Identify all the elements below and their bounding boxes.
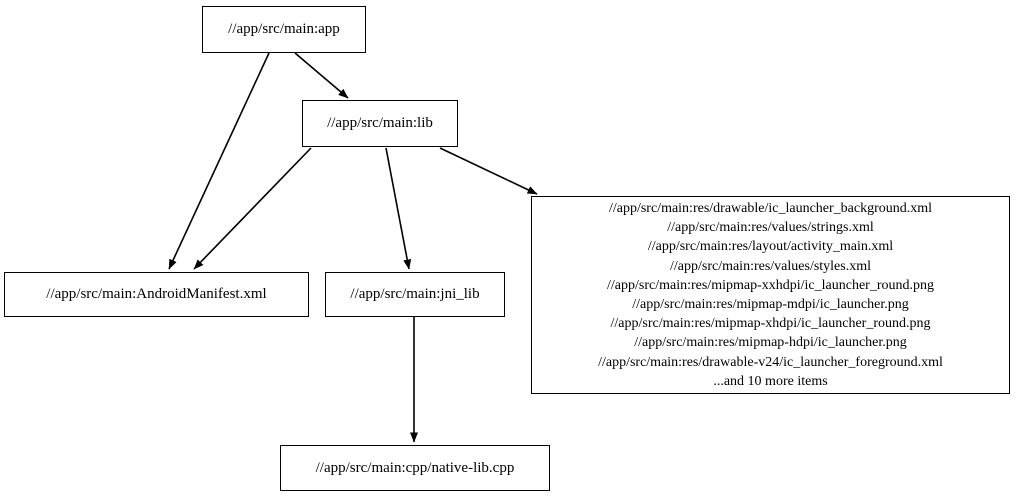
- graph-node-native-lib-cpp-label: //app/src/main:cpp/native-lib.cpp: [315, 459, 515, 476]
- graph-node-jni-lib[interactable]: //app/src/main:jni_lib: [325, 272, 505, 317]
- graph-node-app[interactable]: //app/src/main:app: [202, 6, 366, 53]
- graph-node-res-group-line: //app/src/main:res/layout/activity_main.…: [647, 239, 894, 255]
- graph-node-res-group-line: //app/src/main:res/mipmap-hdpi/ic_launch…: [634, 335, 907, 351]
- graph-node-res-group-line: //app/src/main:res/mipmap-xhdpi/ic_launc…: [610, 316, 931, 332]
- graph-node-res-group-line: //app/src/main:res/drawable/ic_launcher_…: [608, 200, 933, 216]
- graph-node-res-group-line: //app/src/main:res/values/strings.xml: [667, 220, 874, 236]
- graph-node-jni-lib-label: //app/src/main:jni_lib: [350, 286, 480, 302]
- graph-node-res-group-line: //app/src/main:res/mipmap-mdpi/ic_launch…: [632, 297, 909, 312]
- graph-node-res-group[interactable]: //app/src/main:res/drawable/ic_launcher_…: [531, 196, 1010, 394]
- graph-node-lib-label: //app/src/main:lib: [327, 115, 433, 131]
- edge-lib-to-manifest: [193, 147, 312, 270]
- graph-node-res-group-line: //app/src/main:res/values/styles.xml: [669, 258, 872, 274]
- edge-app-to-manifest: [168, 52, 270, 270]
- edge-lib-to-res-group: [439, 147, 538, 195]
- graph-node-android-manifest-label: //app/src/main:AndroidManifest.xml: [46, 286, 267, 302]
- graph-node-res-group-label-list: //app/src/main:res/drawable/ic_launcher_…: [532, 199, 1009, 391]
- graph-node-res-group-line: ...and 10 more items: [713, 373, 828, 389]
- graph-node-native-lib-cpp[interactable]: //app/src/main:cpp/native-lib.cpp: [280, 445, 550, 491]
- graph-node-res-group-line: //app/src/main:res/mipmap-xxhdpi/ic_laun…: [607, 277, 934, 293]
- graph-node-android-manifest[interactable]: //app/src/main:AndroidManifest.xml: [4, 272, 309, 317]
- edge-app-to-lib: [294, 52, 349, 99]
- graph-node-app-label: //app/src/main:app: [228, 21, 340, 37]
- graph-node-res-group-line: //app/src/main:res/drawable-v24/ic_launc…: [598, 354, 943, 370]
- graph-node-lib[interactable]: //app/src/main:lib: [302, 100, 458, 147]
- edge-lib-to-jni-lib: [385, 147, 412, 270]
